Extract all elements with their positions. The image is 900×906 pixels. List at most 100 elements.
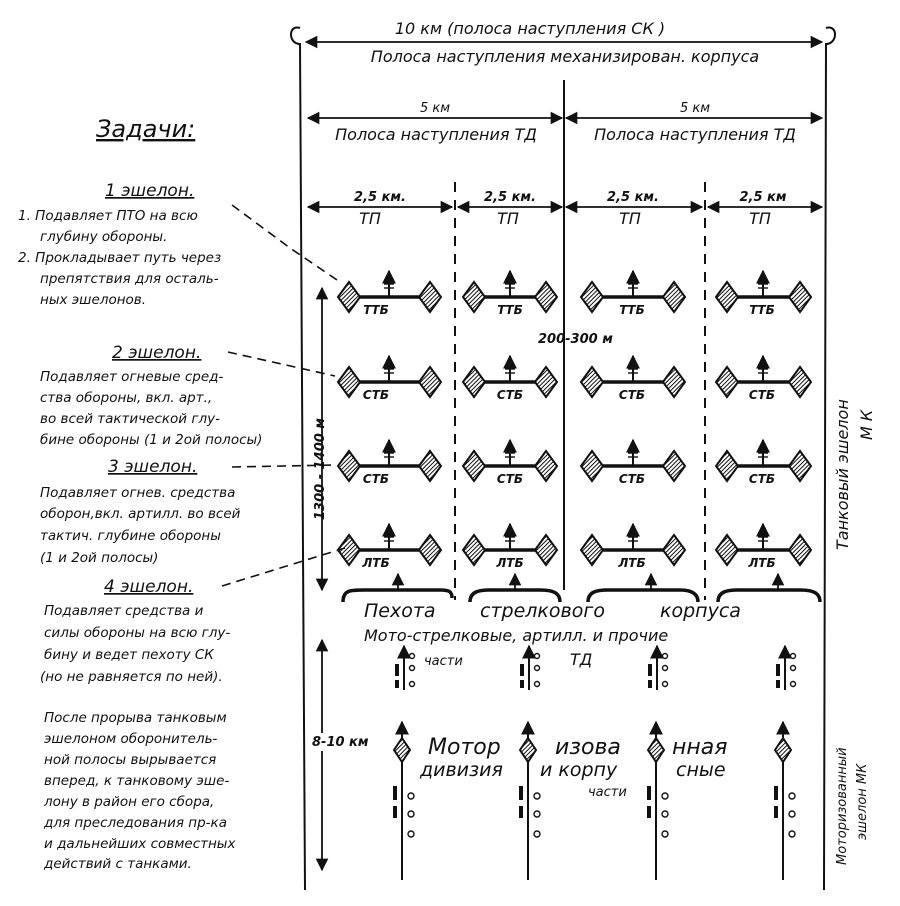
motorized-word-5: и корпу — [540, 759, 618, 781]
tank-battalion-label: СТБ — [497, 472, 523, 486]
tank-diamond-right — [417, 280, 443, 314]
tank-battalion-label: ЛТБ — [747, 556, 775, 570]
svg-text:ных эшелонов.: ных эшелонов. — [40, 292, 146, 308]
tank-battalion-label: ТТБ — [363, 303, 389, 317]
svg-text:силы обороны на всю глу-: силы обороны на всю глу- — [44, 625, 230, 641]
tank-battalion-symbol: СТБ — [579, 438, 687, 486]
header-texts: 10 км (полоса наступления СК ) Полоса на… — [335, 19, 796, 228]
sk-width-label: 10 км (полоса наступления СК ) — [395, 19, 665, 38]
tank-echelon-label: Танковый эшелон — [833, 399, 852, 550]
tank-battalion-symbol: ЛТБ — [336, 522, 443, 570]
leader-lines — [221, 204, 346, 587]
tp-label-2: ТП — [497, 209, 519, 228]
tank-diamond-right — [787, 365, 813, 399]
infantry-bracket-3 — [586, 588, 700, 603]
svg-text:бину и ведет пехоту СК: бину и ведет пехоту СК — [44, 647, 215, 663]
tank-diamond-right — [661, 449, 687, 483]
tank-battalion-label: ТТБ — [497, 303, 523, 317]
infantry-arrows — [391, 572, 785, 590]
tank-diamond-right — [661, 280, 687, 314]
tank-battalion-symbol: ТТБ — [579, 269, 687, 317]
infantry-bracket-1 — [341, 588, 454, 603]
td-band-label-left: Полоса наступления ТД — [335, 125, 537, 144]
td-width-label-right: 5 км — [680, 101, 710, 116]
svg-text:Подавляет средства и: Подавляет средства и — [44, 603, 204, 619]
motorized-word-1: Мотор — [428, 735, 501, 760]
td-width-label-left: 5 км — [420, 101, 450, 116]
tank-diamond-left — [579, 280, 605, 314]
tank-battalion-label: ЛТБ — [495, 556, 523, 570]
motorized-word-6: сные — [676, 759, 726, 781]
infantry-word-2: стрелкового — [480, 600, 605, 622]
svg-text:бине обороны (1 и 2ой полосы): бине обороны (1 и 2ой полосы) — [40, 432, 262, 448]
tank-battalion-label: ТТБ — [749, 303, 775, 317]
motorized-word-3: нная — [672, 735, 727, 760]
header-arrows — [304, 35, 824, 214]
svg-text:оборон,вкл. артилл. во всей: оборон,вкл. артилл. во всей — [40, 506, 241, 522]
svg-text:тактич. глубине обороны: тактич. глубине обороны — [40, 528, 221, 544]
motorized-word-7: части — [588, 785, 627, 800]
tasks-title: Задачи: — [96, 115, 195, 143]
tp-width-label-3: 2,5 км. — [607, 190, 659, 205]
e1-title: 1 эшелон. — [105, 181, 194, 201]
tank-battalion-label: ТТБ — [619, 303, 645, 317]
svg-text:После прорыва танковым: После прорыва танковым — [44, 710, 227, 726]
tank-battalion-label: ЛТБ — [361, 556, 389, 570]
svg-text:2. Прокладывает путь через: 2. Прокладывает путь через — [18, 250, 221, 266]
tank-battalion-symbol: СТБ — [461, 438, 559, 486]
infantry-brackets — [341, 588, 822, 603]
svg-text:Подавляет огнев. средства: Подавляет огнев. средства — [40, 485, 235, 501]
tank-battalion-symbol: СТБ — [336, 354, 443, 402]
tp-label-1: ТП — [359, 209, 381, 228]
left-boundary-line — [290, 26, 306, 891]
svg-text:и дальнейших совместных: и дальнейших совместных — [44, 836, 236, 852]
tank-battalion-label: СТБ — [749, 472, 775, 486]
motorized-text: Мотор изова нная дивизия и корпу сные ча… — [419, 735, 727, 800]
tank-battalion-label: СТБ — [363, 472, 389, 486]
motorized-word-4: дивизия — [419, 759, 503, 781]
tank-diamond-right — [661, 365, 687, 399]
tank-diamond-left — [579, 533, 605, 567]
tank-diamond-left — [579, 449, 605, 483]
tank-battalion-label: ЛТБ — [617, 556, 645, 570]
distance-markers: 1300 - 1400 м 200-300 м 8-10 км — [312, 286, 613, 872]
tank-diamond-left — [336, 449, 362, 483]
leader-e2 — [227, 351, 336, 377]
tp-width-label-1: 2,5 км. — [354, 190, 406, 205]
tank-battalion-symbol: ЛТБ — [461, 522, 559, 570]
infantry-word-3: корпуса — [660, 600, 741, 622]
svg-text:эшелоном оборонитель-: эшелоном оборонитель- — [44, 731, 218, 747]
tank-diamond-left — [579, 365, 605, 399]
svg-text:1. Подавляет ПТО на всю: 1. Подавляет ПТО на всю — [18, 208, 198, 224]
motor-echelon-mk: эшелон МК — [855, 763, 870, 840]
tank-diamond-right — [417, 365, 443, 399]
motorized-column — [773, 720, 796, 880]
tank-diamond-left — [714, 533, 740, 567]
spacing-label: 200-300 м — [538, 332, 613, 347]
motorized-column — [518, 720, 541, 880]
svg-text:препятствия для осталь-: препятствия для осталь- — [40, 271, 219, 287]
tank-diamond-left — [336, 280, 362, 314]
e3-title: 3 эшелон. — [108, 457, 197, 477]
tank-diamond-left — [461, 280, 487, 314]
moto-rifle-column — [648, 644, 669, 690]
leader-e1 — [231, 204, 341, 283]
tank-battalion-symbol: ЛТБ — [579, 522, 687, 570]
tp-label-4: ТП — [749, 209, 771, 228]
mk-band-label: Полоса наступления механизирован. корпус… — [371, 47, 759, 66]
svg-text:(1 и 2ой полосы): (1 и 2ой полосы) — [40, 550, 158, 566]
depth-label: 1300 - 1400 м — [313, 418, 328, 520]
svg-text:(но не равняется по ней).: (но не равняется по ней). — [40, 669, 223, 685]
svg-text:ной полосы вырывается: ной полосы вырывается — [44, 752, 216, 768]
e2-title: 2 эшелон. — [112, 343, 201, 363]
moto-rifle-column — [776, 644, 797, 690]
tank-diamond-right — [533, 280, 559, 314]
svg-text:лону в район его сбора,: лону в район его сбора, — [43, 794, 214, 810]
motor-gap-label: 8-10 км — [312, 735, 369, 750]
svg-text:во всей тактической глу-: во всей тактической глу- — [40, 411, 220, 427]
tank-battalion-label: СТБ — [619, 472, 645, 486]
tank-diamond-left — [461, 533, 487, 567]
motorized-word-2: изова — [555, 735, 621, 760]
tank-battalion-label: СТБ — [749, 388, 775, 402]
